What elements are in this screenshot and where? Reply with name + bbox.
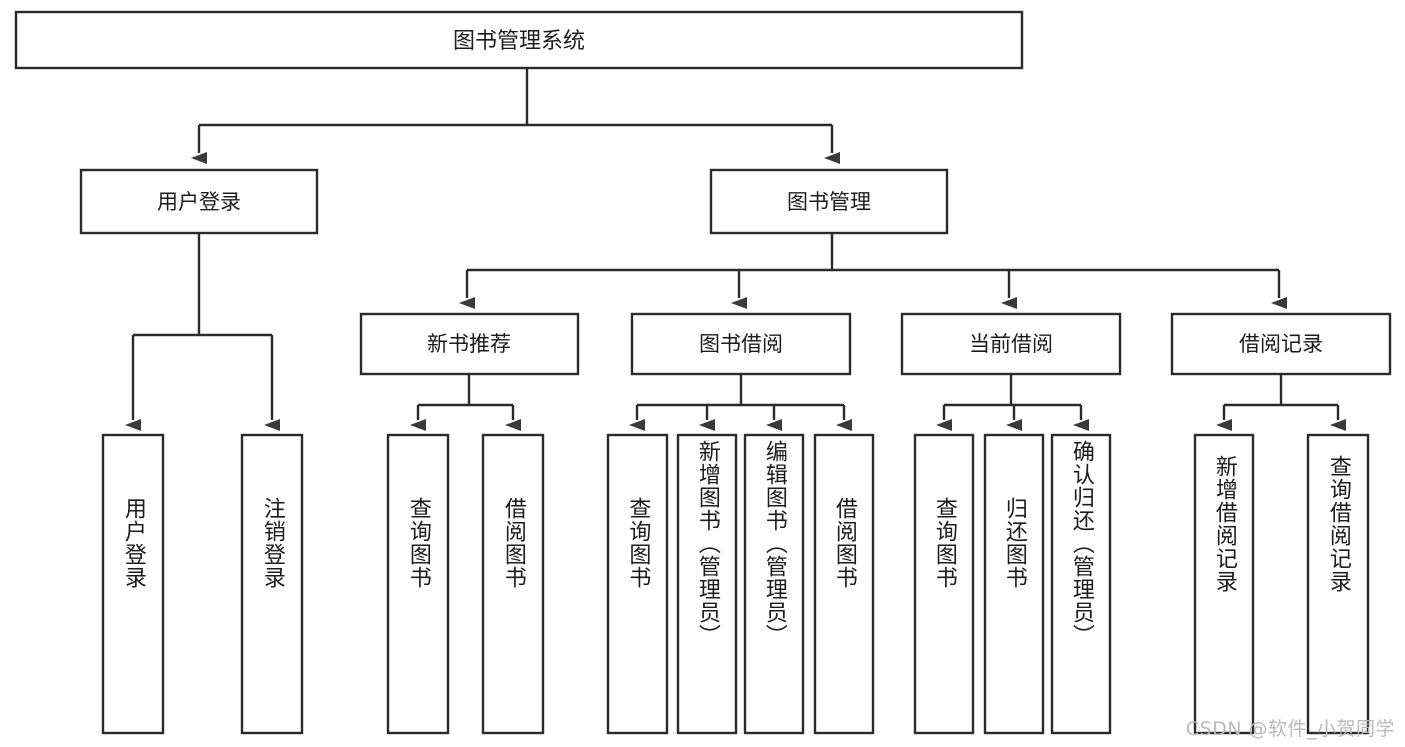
node-user-login-label: 用户登录 [157, 190, 241, 214]
node-borrow-record[interactable]: 借阅记录 [1170, 312, 1392, 376]
node-user-login[interactable]: 用户登录 [79, 168, 319, 235]
node-book-management[interactable]: 图书管理 [709, 168, 949, 235]
watermark-text: CSDN @软件_小贺同学 [1185, 718, 1395, 740]
connector-group-new-book-recommend-to-leaves [410, 374, 521, 431]
node-new-book-recommend-label: 新书推荐 [427, 332, 511, 356]
node-borrow-record-box[interactable] [1170, 312, 1392, 376]
connector-group-user-login-to-leaves [125, 233, 280, 431]
node-leaf-query-borrow-record-box[interactable] [1306, 433, 1370, 735]
node-current-borrow[interactable]: 当前借阅 [900, 312, 1122, 376]
node-leaf-query-book-3-box[interactable] [913, 433, 975, 735]
leaf-boxes [101, 433, 1370, 735]
node-leaf-edit-book-admin-box[interactable] [743, 433, 805, 735]
node-new-book-recommend[interactable]: 新书推荐 [359, 312, 580, 376]
node-book-management-label: 图书管理 [787, 190, 871, 214]
node-leaf-borrow-book-1-box[interactable] [481, 433, 545, 735]
node-book-borrow-box[interactable] [630, 312, 852, 376]
node-leaf-logout-box[interactable] [240, 433, 304, 735]
node-current-borrow-box[interactable] [900, 312, 1122, 376]
node-current-borrow-label: 当前借阅 [969, 332, 1053, 356]
connector-group-book-borrow-to-leaves [629, 374, 852, 431]
node-root-box[interactable] [14, 10, 1024, 70]
node-book-borrow-label: 图书借阅 [699, 332, 783, 356]
connector-group-current-borrow-to-leaves [936, 374, 1089, 431]
node-book-borrow[interactable]: 图书借阅 [630, 312, 852, 376]
node-leaf-query-book-2-box[interactable] [606, 433, 669, 735]
node-leaf-confirm-return-admin-box[interactable] [1050, 433, 1112, 735]
node-borrow-record-label: 借阅记录 [1239, 332, 1323, 356]
node-leaf-user-login-box[interactable] [101, 433, 165, 735]
node-leaf-return-book-box[interactable] [983, 433, 1045, 735]
connector-group-root-to-level2 [191, 68, 840, 164]
node-book-management-box[interactable] [709, 168, 949, 235]
node-user-login-box[interactable] [79, 168, 319, 235]
connector-group-borrow-record-to-leaves [1216, 374, 1346, 431]
node-leaf-add-borrow-record-box[interactable] [1193, 433, 1255, 735]
node-root-label: 图书管理系统 [453, 29, 585, 54]
connector-group-book-management-to-level3 [459, 233, 1287, 309]
node-leaf-add-book-admin-box[interactable] [676, 433, 738, 735]
node-root[interactable]: 图书管理系统 [14, 10, 1024, 70]
node-leaf-borrow-book-2-box[interactable] [813, 433, 875, 735]
node-new-book-recommend-box[interactable] [359, 312, 580, 376]
node-leaf-query-book-1-box[interactable] [386, 433, 450, 735]
